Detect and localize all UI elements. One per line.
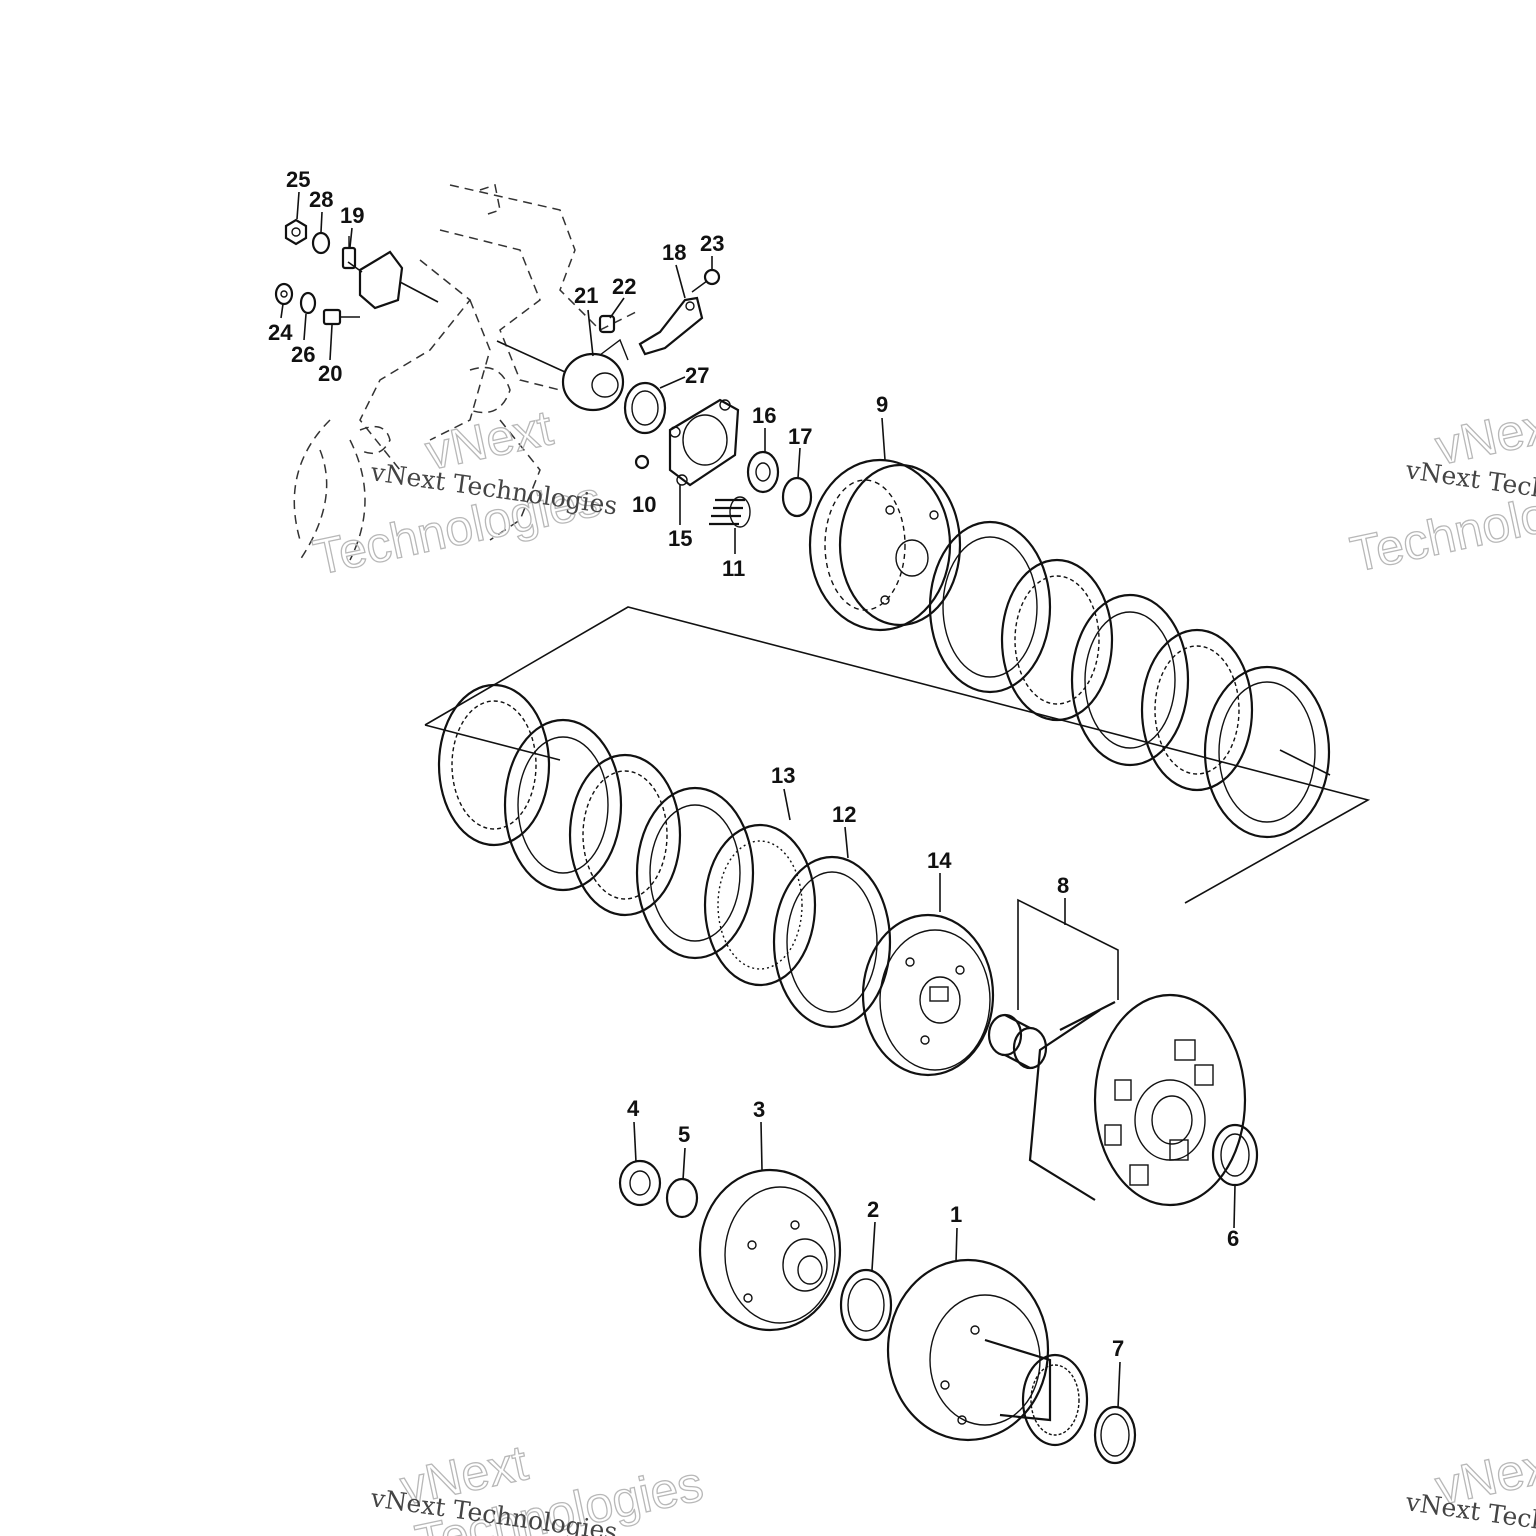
callout-4: 4 [627,1096,640,1121]
part-14-clutch-center [861,913,995,1077]
callout-10: 10 [632,492,656,517]
callout-16: 16 [752,403,776,428]
part-8-clutch-outer [1028,993,1247,1207]
part-7-o-ring [1093,1405,1137,1465]
part-28-washer [311,231,331,255]
part-12-spring-ring [772,855,892,1029]
part-8-sleeve [987,1013,1048,1070]
callout-labels: 25 28 19 24 26 20 21 22 18 23 27 16 17 9… [268,167,1239,1361]
watermark-right: vNext Technologies vNext Technologies [1345,394,1536,584]
callout-14: 14 [927,848,952,873]
callout-1: 1 [950,1202,962,1227]
part-20-bolt [322,308,360,326]
callout-17: 17 [788,424,812,449]
callout-26: 26 [291,342,315,367]
callout-6: 6 [1227,1226,1239,1251]
callout-8: 8 [1057,873,1069,898]
part-15-lifter-cover [668,398,740,487]
part-4-nut [618,1159,662,1207]
callout-9: 9 [876,392,888,417]
callout-11: 11 [722,556,745,581]
part-18-lever-arm [638,296,704,356]
watermark-bottom-right: vNext vNext Technologies [1403,1434,1536,1536]
part-10-screw [634,454,650,470]
part-11-spring [709,496,751,528]
plate-group-frame [424,606,1371,904]
watermark-left: vNext Technologies vNext Technologies [308,399,619,587]
callout-2: 2 [867,1197,879,1222]
callout-15: 15 [668,526,692,551]
callout-20: 20 [318,361,342,386]
upper-disc-stack [928,520,1331,839]
engine-case-outline [293,184,641,561]
part-21-clutch-lifter [496,338,629,412]
callout-28: 28 [309,187,333,212]
part-5-washer [665,1177,699,1219]
part-25-nut [284,218,308,246]
callout-25: 25 [286,167,310,192]
lower-disc-stack [437,683,817,987]
part-23-bolt [691,268,721,293]
callout-7: 7 [1112,1336,1124,1361]
part-17-washer [781,476,813,518]
part-1-clutch-drum [886,1258,1089,1447]
part-16-bearing [746,450,780,494]
callout-5: 5 [678,1122,690,1147]
part-2-bearing [839,1268,893,1342]
callout-24: 24 [268,320,293,345]
part-19-bolt [341,236,357,270]
part-22-pin [598,314,616,334]
part-27-oil-seal [623,381,667,435]
callout-22: 22 [612,274,636,299]
callout-18: 18 [662,240,686,265]
callout-3: 3 [753,1097,765,1122]
part-9-pressure-plate [808,458,962,632]
callout-23: 23 [700,231,724,256]
watermark-bottom-left: vNext Technologies vNext Technologies [368,1434,708,1536]
callout-12: 12 [832,802,856,827]
part-26-washer [299,291,317,315]
callout-21: 21 [574,283,598,308]
part-24-nut [274,282,294,306]
shift-lever-bracket [347,250,439,310]
callout-13: 13 [771,763,795,788]
part-3-drive-plate [698,1168,842,1332]
callout-27: 27 [685,363,709,388]
callout-leaders [280,191,1236,1409]
callout-19: 19 [340,203,364,228]
